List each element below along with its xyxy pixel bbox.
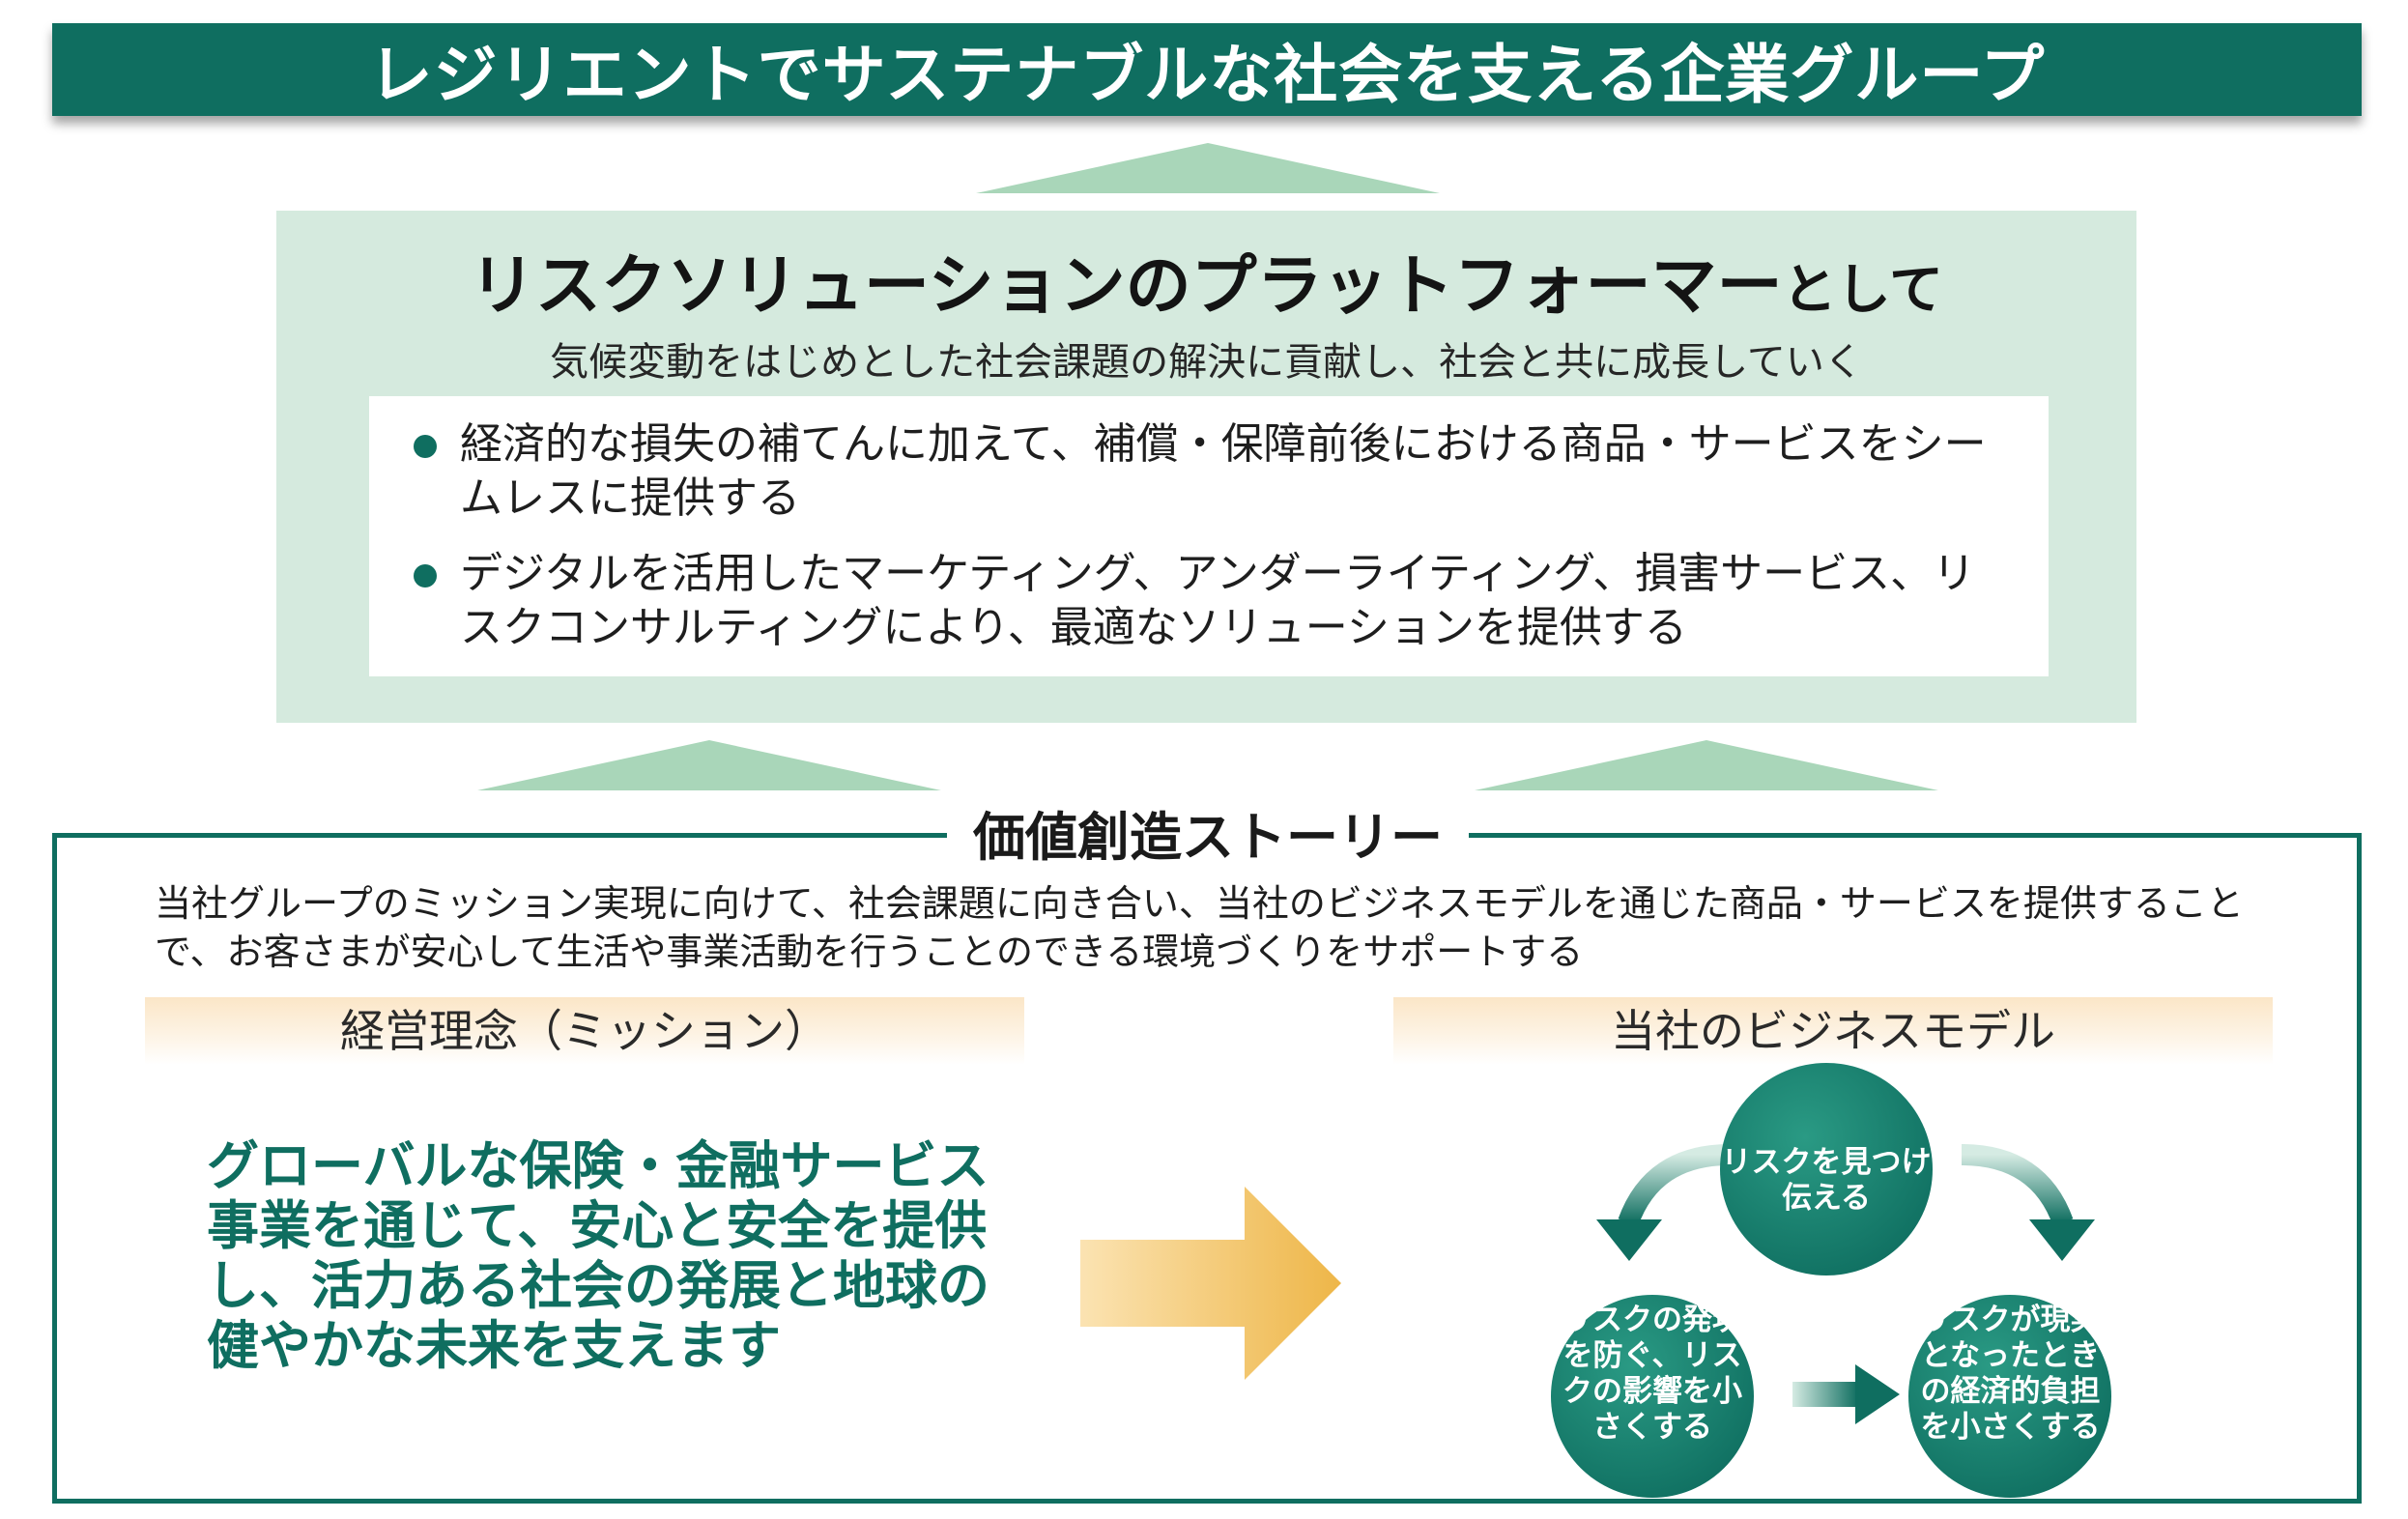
top-banner: レジリエントでサステナブルな社会を支える企業グループ — [52, 23, 2362, 116]
cycle-arrow-icon — [1961, 1144, 2095, 1261]
bullet-item: 経済的な損失の補てんに加えて、補償・保障前後における商品・サービスをシームレスに… — [414, 417, 2006, 526]
bullet-text: デジタルを活用したマーケティング、アンダーライティング、損害サービス、リスクコン… — [460, 549, 1976, 652]
bullet-dot-icon — [414, 435, 437, 458]
value-story-title: 価値創造ストーリー — [947, 804, 1469, 872]
platform-subtitle: 気候変動をはじめとした社会課題の解決に貢献し、社会と共に成長していく — [550, 340, 1863, 385]
mission-header: 経営理念（ミッション） — [145, 997, 1024, 1065]
cycle-circle-top — [1720, 1063, 1933, 1275]
cycle-arrow-icon — [1792, 1364, 1900, 1424]
platform-title-main: リスクソリューションのプラットフォーマー — [470, 248, 1783, 325]
cycle-label-prevent-risk: リスクの発現を防ぐ、リスクの影響を小さくする — [1562, 1303, 1742, 1445]
bullet-item: デジタルを活用したマーケティング、アンダーライティング、損害サービス、リスクコン… — [414, 547, 2006, 655]
platform-title: リスクソリューションのプラットフォーマーとして — [276, 232, 2136, 328]
cycle-circle-right — [1908, 1295, 2111, 1498]
cycle-label-find-risk: リスクを見つけ伝える — [1721, 1145, 1932, 1216]
mission-statement: グローバルな保険・金融サービス事業を通じて、安心と安全を提供し、活力ある社会の発… — [207, 1135, 989, 1376]
up-arrow-icon — [976, 143, 1440, 193]
platform-title-suffix: として — [1782, 259, 1943, 322]
up-arrow-icon — [477, 740, 941, 790]
bullet-dot-icon — [414, 564, 437, 588]
business-model-header: 当社のビジネスモデル — [1393, 997, 2273, 1065]
bullet-text: 経済的な損失の補てんに加えて、補償・保障前後における商品・サービスをシームレスに… — [460, 419, 1987, 523]
cycle-label-reduce-burden: リスクが現実となったときの経済的負担を小さくする — [1920, 1303, 2101, 1445]
banner-title: レジリエントでサステナブルな社会を支える企業グループ — [368, 38, 2046, 112]
right-arrow-icon — [1080, 1187, 1341, 1380]
cycle-circle-left — [1551, 1295, 1754, 1498]
value-story-description: 当社グループのミッション実現に向けて、社会課題に向き合い、当社のビジネスモデルを… — [155, 882, 2244, 973]
platform-bullet-panel — [369, 396, 2049, 676]
up-arrow-icon — [1475, 740, 1938, 790]
cycle-arrow-icon — [1596, 1144, 1731, 1261]
business-model-cycle — [1551, 1063, 2111, 1498]
